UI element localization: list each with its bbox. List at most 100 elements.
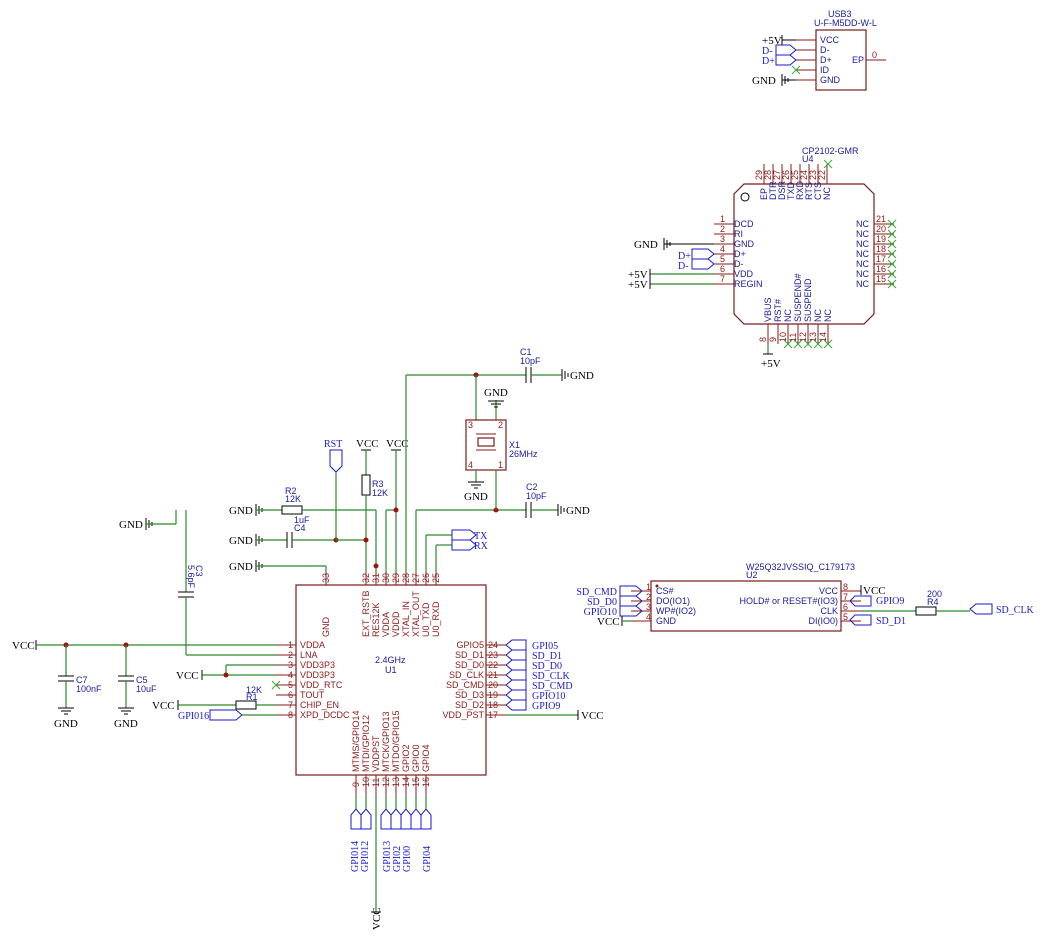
u1-pin-num: 4 (288, 670, 293, 680)
u2-pin-name: CLK (820, 606, 838, 616)
c2-ref: C2 (526, 482, 538, 492)
u4-pin-num: 29 (754, 170, 764, 180)
usb3-pin-ep: EP (852, 55, 864, 65)
u4-pin-num: 28 (763, 170, 773, 180)
u2-ref: U2 (746, 570, 758, 580)
u1-pin-name: SD_CLK (449, 670, 484, 680)
u1-pin-num: 22 (488, 660, 498, 670)
u1-pin-num: 18 (488, 700, 498, 710)
u2-left-flag: SD_D0 (587, 597, 617, 608)
u1-bottom-flag-shape (420, 808, 432, 830)
u1-pin-name: XPD_DCDC (300, 710, 350, 720)
u4-pin-num: 14 (818, 332, 828, 342)
u2-pin-name: DI(IO0) (808, 616, 838, 626)
vdd-pst-vcc: VCC (506, 710, 604, 722)
x1-crystal[interactable]: GND 3 2 4 1 X1 26MHz GND GND C1 10pF GND… (464, 347, 594, 518)
c4-gnd: GND (229, 535, 253, 547)
u2-pin-num: 6 (843, 602, 848, 612)
u4-pin-name: NC (856, 279, 869, 289)
u1-right-flag: GPIO10 (532, 691, 565, 702)
c3-lna: GND 5.6pF C3 (119, 510, 276, 656)
pad-gnd: GND (229, 561, 253, 573)
u4-pin-name: DSR (777, 180, 787, 200)
u1-pin-num: 17 (488, 710, 498, 720)
u4-ref: U4 (802, 154, 814, 164)
u1-pin-name: VDD_RTC (300, 680, 343, 690)
x1-value: 26MHz (509, 449, 538, 459)
u4-pin-num: 5 (720, 254, 725, 264)
u1-bottom-flag-shape (390, 808, 402, 830)
x1-pin4: 4 (468, 460, 473, 470)
u1-right-flag: SD_CLK (532, 671, 571, 682)
u4-pin-name: NC (856, 249, 869, 259)
r2-ref: R2 (285, 486, 297, 496)
vcc-left-rail: VCC C7 100nF GND C5 10uF GND (12, 640, 276, 730)
u1-bottom-flag: GPI02 (392, 846, 403, 872)
tx-flag: TX (474, 531, 488, 542)
usb3-net-dp: D+ (762, 56, 775, 67)
u2-pin-num: 3 (646, 602, 651, 612)
u1-pin-name: SD_CMD (446, 680, 485, 690)
u1-pin-num: 32 (361, 573, 371, 583)
u4-net-5v-regin: +5V (628, 279, 648, 291)
u4-pin-num: 20 (876, 224, 886, 234)
u1-pin-num: 21 (488, 670, 498, 680)
u4-pin-name: EP (759, 188, 769, 200)
r1-vcc: VCC (152, 700, 175, 712)
u1-bottom-flag: GPI013 (382, 841, 393, 872)
u1-pin-num: 3 (288, 660, 293, 670)
usb3-connector[interactable]: USB3 U-F-M5DD-W-L VCC D- D+ ID GND EP 0 … (752, 9, 886, 91)
u1-bottom-flag-shape (360, 808, 372, 830)
rst-flag: RST (324, 439, 342, 450)
u1-pin-num: 25 (431, 573, 441, 583)
vdd3p3-vcc: VCC (176, 664, 281, 690)
u4-part: CP2102-GMR (802, 146, 859, 156)
u1-pin-name: GPIO2 (401, 744, 411, 772)
c1-gnd: GND (570, 370, 594, 382)
u1-top-network: GND R2 12K GND 1uF C4 GND RST VCC (229, 372, 526, 573)
u4-net-dp: D+ (678, 251, 691, 262)
u4-net-dm: D- (678, 261, 689, 272)
u4-pin-num: 3 (720, 234, 725, 244)
r3-ref: R3 (372, 479, 384, 489)
c3-value: 5.6pF (186, 565, 196, 589)
u2-pin-name: CS# (656, 586, 674, 596)
u1-pin-name: CHIP_EN (300, 700, 339, 710)
vdd-pst-vcc-label: VCC (581, 710, 604, 722)
u4-pin-name: DCD (734, 219, 754, 229)
vddpst-vcc-label: VCC (371, 907, 383, 930)
u2-flag-sd-clk: SD_CLK (996, 605, 1035, 616)
c3-gnd: GND (119, 519, 143, 531)
u1-pin-num: 19 (488, 690, 498, 700)
r1-value: 12K (246, 685, 262, 695)
u4-pin-name: NC (823, 309, 833, 322)
u4-pin-name: REGIN (734, 279, 763, 289)
u1-pin-num: 9 (351, 782, 361, 787)
u2-pin-name: DO(IO1) (656, 596, 690, 606)
u2-pin-num: 4 (646, 612, 651, 622)
u1-pin-name: RES12K (371, 602, 381, 637)
r3-value: 12K (372, 488, 388, 498)
u1-pin-name: MTDO/GPIO15 (391, 710, 401, 772)
u1-pin-name: MTCK/GPIO13 (381, 711, 391, 772)
u4-pin-name: SUSPEND# (793, 273, 803, 322)
u4-pin-num: 12 (798, 332, 808, 342)
u4-pin-num: 17 (876, 254, 886, 264)
u1-right-flag: SD_D1 (532, 651, 562, 662)
u4-pin-name: RXD (795, 180, 805, 200)
u4-pin-name: SUSPEND (803, 278, 813, 322)
usb3-pin-dp: D+ (820, 55, 832, 65)
u1-pin-num: 2 (288, 650, 293, 660)
u1-pin-num: 30 (381, 573, 391, 583)
u4-pin-num: 4 (720, 244, 725, 254)
u1-pin-name: U0_TXD (421, 602, 431, 637)
u1-pin-num: 29 (391, 573, 401, 583)
